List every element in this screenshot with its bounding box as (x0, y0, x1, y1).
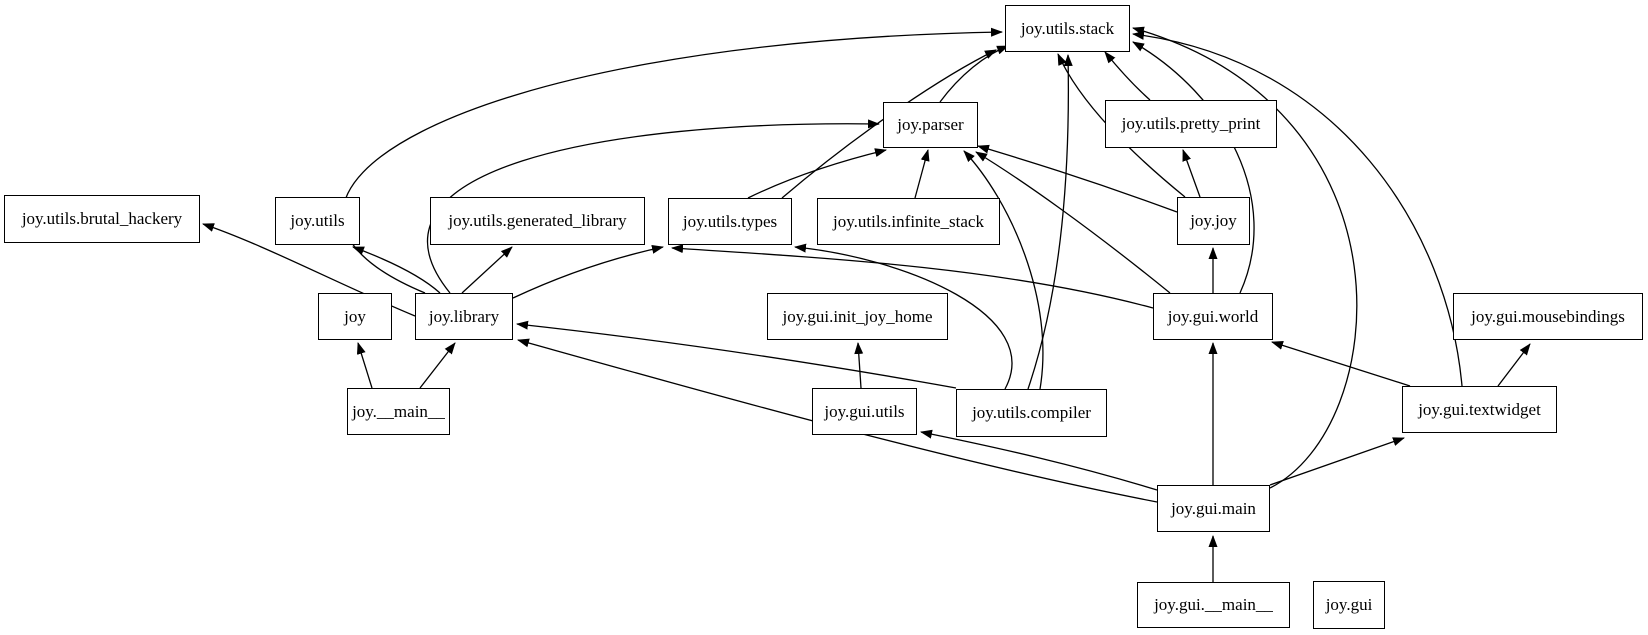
node-joy-utils-infinite-stack: joy.utils.infinite_stack (817, 198, 1000, 245)
node-label: joy.utils.stack (1020, 18, 1115, 38)
node-joy-gui-main: joy.gui.main (1157, 485, 1270, 532)
node-joy-gui-textwidget: joy.gui.textwidget (1402, 386, 1557, 433)
node-label: joy.gui.textwidget (1418, 399, 1541, 419)
edge-joy-main-to-joy-library (419, 342, 456, 389)
edge-joy-utils-compiler-to-joy-utils-stack (1027, 54, 1073, 390)
edge-joy-utils-pretty-print-to-joy-utils-stack (1104, 51, 1151, 101)
edge-joy-gui-textwidget-to-joy-utils-stack (1132, 30, 1463, 387)
edge-joy-gui-main-to-joy-utils-stack (1132, 26, 1358, 489)
node-label: joy.library (428, 306, 500, 326)
node-label: joy.utils.generated_library (448, 211, 627, 230)
edge-joy-library-to-joy-utils-types (512, 244, 664, 299)
node-label: joy.gui (1325, 595, 1373, 614)
edge-joy-gui-textwidget-to-joy-gui-world (1271, 341, 1411, 387)
node-joy-gui-main-module: joy.gui.__main__ (1137, 582, 1290, 628)
edge-joy-gui-utils-to-joy-gui-init-joy-home (854, 342, 864, 389)
node-joy-utils-pretty-print: joy.utils.pretty_print (1105, 100, 1277, 148)
edge-joy-joy-to-joy-parser (977, 144, 1178, 213)
edge-joy-utils-compiler-to-joy-utils-types (794, 243, 1013, 390)
node-joy-utils-types: joy.utils.types (668, 198, 792, 245)
edge-joy-library-to-joy-utils (352, 246, 441, 294)
node-label: joy.joy (1190, 211, 1237, 230)
edge-joy-parser-to-joy-utils-stack (939, 45, 1009, 103)
node-joy-gui-mousebindings: joy.gui.mousebindings (1453, 293, 1643, 340)
node-label: joy.parser (897, 115, 964, 134)
node-label: joy (344, 306, 366, 326)
edge-joy-utils-infinite-stack-to-joy-parser (914, 149, 930, 199)
node-joy-utils-stack: joy.utils.stack (1005, 5, 1130, 52)
node-joy-utils: joy.utils (275, 197, 360, 245)
node-joy-gui-init-joy-home: joy.gui.init_joy_home (767, 293, 948, 340)
edge-joy-library-to-joy-utils-generated-library (461, 246, 513, 294)
node-joy-main: joy.__main__ (347, 388, 450, 435)
edge-joy-utils-compiler-to-joy-library (516, 320, 957, 389)
edge-joy-gui-world-to-joy-parser (975, 151, 1171, 294)
node-label: joy.utils.compiler (972, 403, 1091, 422)
node-label: joy.utils.infinite_stack (833, 211, 984, 231)
edge-joy-gui-textwidget-to-joy-gui-mousebindings (1497, 343, 1531, 387)
node-label: joy.utils.brutal_hackery (21, 209, 183, 228)
edge-joy-gui-world-to-joy-utils-stack (1132, 41, 1255, 294)
node-label: joy.utils.pretty_print (1121, 114, 1261, 133)
node-label: joy.gui.main (1171, 498, 1256, 518)
node-joy-gui-utils: joy.gui.utils (812, 388, 917, 435)
edge-joy-main-to-joy (356, 342, 373, 389)
node-joy-parser: joy.parser (883, 102, 978, 148)
node-label: joy.gui.init_joy_home (782, 306, 933, 326)
node-label: joy.gui.mousebindings (1471, 306, 1625, 326)
node-joy-gui-world: joy.gui.world (1153, 293, 1273, 340)
edge-joy-utils-compiler-to-joy-parser (963, 150, 1044, 390)
edge-joy-library-to-joy-utils-stack (342, 27, 1003, 294)
node-joy-utils-brutal-hackery: joy.utils.brutal_hackery (4, 195, 200, 243)
node-joy-joy: joy.joy (1177, 197, 1250, 245)
node-label: joy.__main__ (352, 401, 445, 421)
node-label: joy.utils.types (682, 211, 778, 231)
node-label: joy.utils (290, 211, 345, 230)
edge-joy-joy-to-joy-utils-stack (1057, 53, 1186, 198)
node-joy-gui: joy.gui (1313, 581, 1385, 629)
edge-joy-utils-types-to-joy-parser (747, 148, 887, 199)
node-label: joy.gui.utils (824, 401, 905, 421)
edge-joy-gui-world-to-joy-utils-types (671, 244, 1154, 309)
node-label: joy.gui.__main__ (1154, 595, 1273, 614)
node-joy-library: joy.library (415, 293, 513, 340)
node-label: joy.gui.world (1167, 306, 1259, 326)
edge-joy-joy-to-joy-utils-pretty-print (1182, 149, 1201, 198)
edge-joy-gui-main-to-joy-gui-textwidget (1269, 437, 1405, 486)
node-joy-utils-generated-library: joy.utils.generated_library (430, 197, 645, 245)
edge-joy-library-to-joy-parser (426, 119, 880, 294)
node-joy-utils-compiler: joy.utils.compiler (956, 389, 1107, 437)
edge-joy-gui-main-to-joy-gui-utils (920, 429, 1158, 491)
node-joy: joy (318, 293, 392, 340)
